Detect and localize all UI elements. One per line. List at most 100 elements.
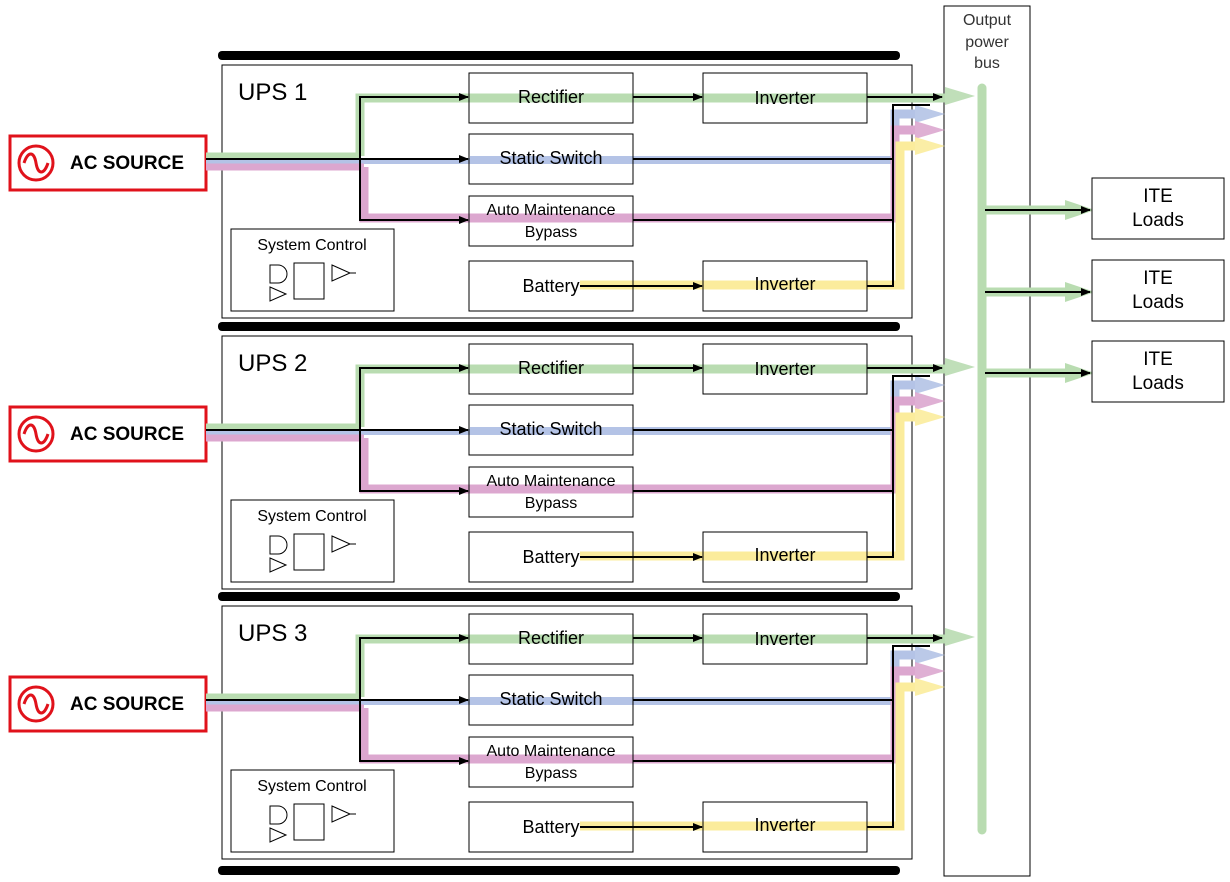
icon-buffer	[269, 557, 288, 573]
battery-label: Battery	[522, 276, 579, 296]
flow-pink-bypass	[359, 396, 915, 494]
ite-load-label-line1: ITE	[1143, 186, 1173, 207]
rectifier-label: Rectifier	[518, 87, 584, 107]
flow-pink-bypass	[359, 125, 915, 223]
bypass-label-line1: Auto Maintenance	[487, 473, 616, 490]
output-bus-label-line2: power	[965, 34, 1009, 51]
system-control-box	[230, 228, 395, 312]
wire-collector	[867, 104, 930, 287]
wire-bypass	[359, 430, 469, 495]
ite-load-label-line2: Loads	[1132, 292, 1184, 313]
ac-source-box	[8, 134, 208, 192]
icon-amp	[331, 264, 352, 282]
rectifier-label: Rectifier	[518, 358, 584, 378]
sine-wave-in-circle-icon	[17, 415, 55, 453]
system-control-label: System Control	[257, 508, 366, 525]
flow-arrow-yellow	[915, 137, 945, 155]
wire-collector	[867, 645, 930, 828]
system-control-label: System Control	[257, 237, 366, 254]
ite-load-box	[1091, 177, 1225, 240]
sine-wave-in-circle-icon	[17, 685, 55, 723]
wire-collector	[867, 375, 930, 558]
battery-inverter-label: Inverter	[754, 815, 815, 835]
icon-chip	[293, 533, 325, 571]
battery-label: Battery	[522, 547, 579, 567]
output-bus-frame	[943, 5, 1031, 877]
static-switch-label: Static Switch	[499, 148, 602, 168]
system-control-box	[230, 499, 395, 583]
sine-wave-path	[22, 693, 50, 715]
output-bus-label-line1: Output	[963, 12, 1012, 29]
ups-busbar-top	[218, 51, 900, 60]
bypass-label-line2: Bypass	[525, 224, 577, 241]
ite-load-label-line2: Loads	[1132, 210, 1184, 231]
ups-busbar-top	[218, 322, 900, 331]
icon-chip	[293, 262, 325, 300]
sine-wave-path	[22, 152, 50, 174]
flow-arrow-pink	[915, 662, 945, 680]
logic-circuit-icon	[269, 262, 356, 302]
system-control-box	[230, 769, 395, 853]
flow-arrow-yellow	[915, 408, 945, 426]
inverter-label: Inverter	[754, 629, 815, 649]
sine-wave-path	[22, 423, 50, 445]
ite-load: ITE Loads	[982, 340, 1225, 403]
battery-inverter-label: Inverter	[754, 274, 815, 294]
inverter-label: Inverter	[754, 359, 815, 379]
flow-arrow-blue	[915, 646, 945, 664]
flow-arrow-blue	[915, 105, 945, 123]
flow-arrow-green	[945, 628, 975, 646]
flow-arrow-green	[945, 87, 975, 105]
bypass-label-line1: Auto Maintenance	[487, 202, 616, 219]
static-switch-label: Static Switch	[499, 689, 602, 709]
ac-source-box	[8, 675, 208, 733]
ac-source-label: AC SOURCE	[70, 424, 184, 445]
bypass-label-line2: Bypass	[525, 495, 577, 512]
bypass-label-line2: Bypass	[525, 765, 577, 782]
wire-bypass	[359, 700, 469, 765]
sine-wave-in-circle-icon	[17, 144, 55, 182]
ite-load: ITE Loads	[982, 177, 1225, 240]
ac-source-label: AC SOURCE	[70, 694, 184, 715]
flow-arrow-pink	[915, 392, 945, 410]
icon-buffer	[269, 827, 288, 843]
icon-and-gate	[269, 805, 288, 825]
battery-inverter-label: Inverter	[754, 545, 815, 565]
ups-busbar-top	[218, 592, 900, 601]
icon-buffer	[269, 286, 288, 302]
wire-bypass	[359, 159, 469, 224]
flow-arrow-yellow	[915, 678, 945, 696]
ite-load-label-line1: ITE	[1143, 268, 1173, 289]
flow-yellow-battery	[580, 682, 915, 831]
ite-load-box	[1091, 340, 1225, 403]
wire-rectifier	[359, 634, 469, 700]
icon-and-gate	[269, 535, 288, 555]
flow-arrow-green	[945, 358, 975, 376]
logic-circuit-icon	[269, 803, 356, 843]
logic-circuit-icon	[269, 533, 356, 573]
flow-arrow-blue	[915, 376, 945, 394]
icon-amp	[331, 535, 352, 553]
icon-amp	[331, 805, 352, 823]
ite-load: ITE Loads	[982, 259, 1225, 322]
icon-and-gate	[269, 264, 288, 284]
ite-load-label-line1: ITE	[1143, 349, 1173, 370]
ite-load-box	[1091, 259, 1225, 322]
flow-pink-bypass	[359, 666, 915, 764]
flow-yellow-battery	[580, 141, 915, 290]
system-control-label: System Control	[257, 778, 366, 795]
rectifier-label: Rectifier	[518, 628, 584, 648]
ac-source-label: AC SOURCE	[70, 153, 184, 174]
flow-arrow-pink	[915, 121, 945, 139]
ite-load-label-line2: Loads	[1132, 373, 1184, 394]
output-bus-label-line3: bus	[974, 55, 1000, 72]
bypass-label-line1: Auto Maintenance	[487, 743, 616, 760]
flow-yellow-battery	[580, 412, 915, 561]
ups-title: UPS 2	[238, 350, 307, 377]
inverter-label: Inverter	[754, 88, 815, 108]
ups-title: UPS 3	[238, 620, 307, 647]
